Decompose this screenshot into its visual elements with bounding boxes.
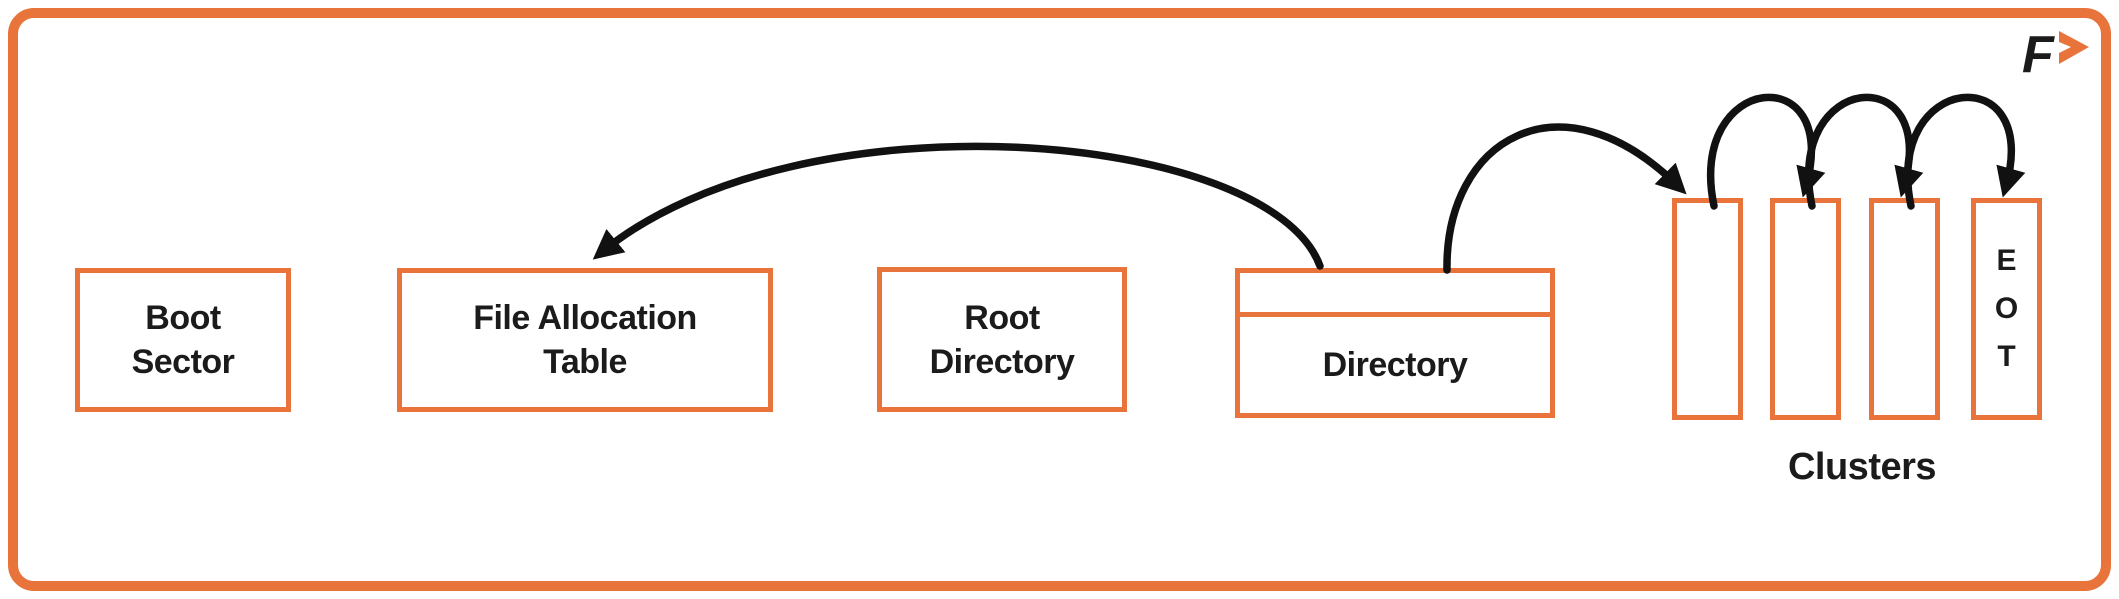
eot-label: E O T (1976, 203, 2037, 415)
brand-logo: F (2022, 26, 2089, 82)
eot-letter-t: T (1997, 340, 2016, 373)
fat-label-line1: File Allocation (473, 299, 697, 337)
cluster-box-1 (1672, 198, 1743, 420)
eot-letter-o: O (1994, 292, 2019, 325)
directory-label: Directory (1322, 346, 1468, 384)
clusters-caption: Clusters (1787, 446, 1937, 488)
cluster-box-3 (1869, 198, 1940, 420)
boot-sector-label-line1: Boot (145, 299, 221, 337)
box-file-allocation-table: File Allocation Table (397, 268, 773, 412)
directory-header-cell (1240, 273, 1550, 317)
root-directory-label-line2: Directory (929, 342, 1075, 381)
directory-body-cell: Directory (1240, 317, 1550, 413)
boot-sector-label-line2: Sector (131, 343, 235, 381)
box-directory: Directory (1235, 268, 1555, 418)
root-directory-label-line1: Root (964, 298, 1040, 337)
cluster-box-2 (1770, 198, 1841, 420)
box-root-directory: Root Directory (877, 267, 1127, 412)
eot-letter-e: E (1996, 244, 2017, 277)
logo-letter: F (2022, 26, 2055, 82)
box-boot-sector: Boot Sector (75, 268, 291, 412)
cluster-box-eot: E O T (1971, 198, 2042, 420)
logo-chevron-icon (2059, 31, 2089, 64)
fat-label-line2: Table (543, 343, 627, 381)
